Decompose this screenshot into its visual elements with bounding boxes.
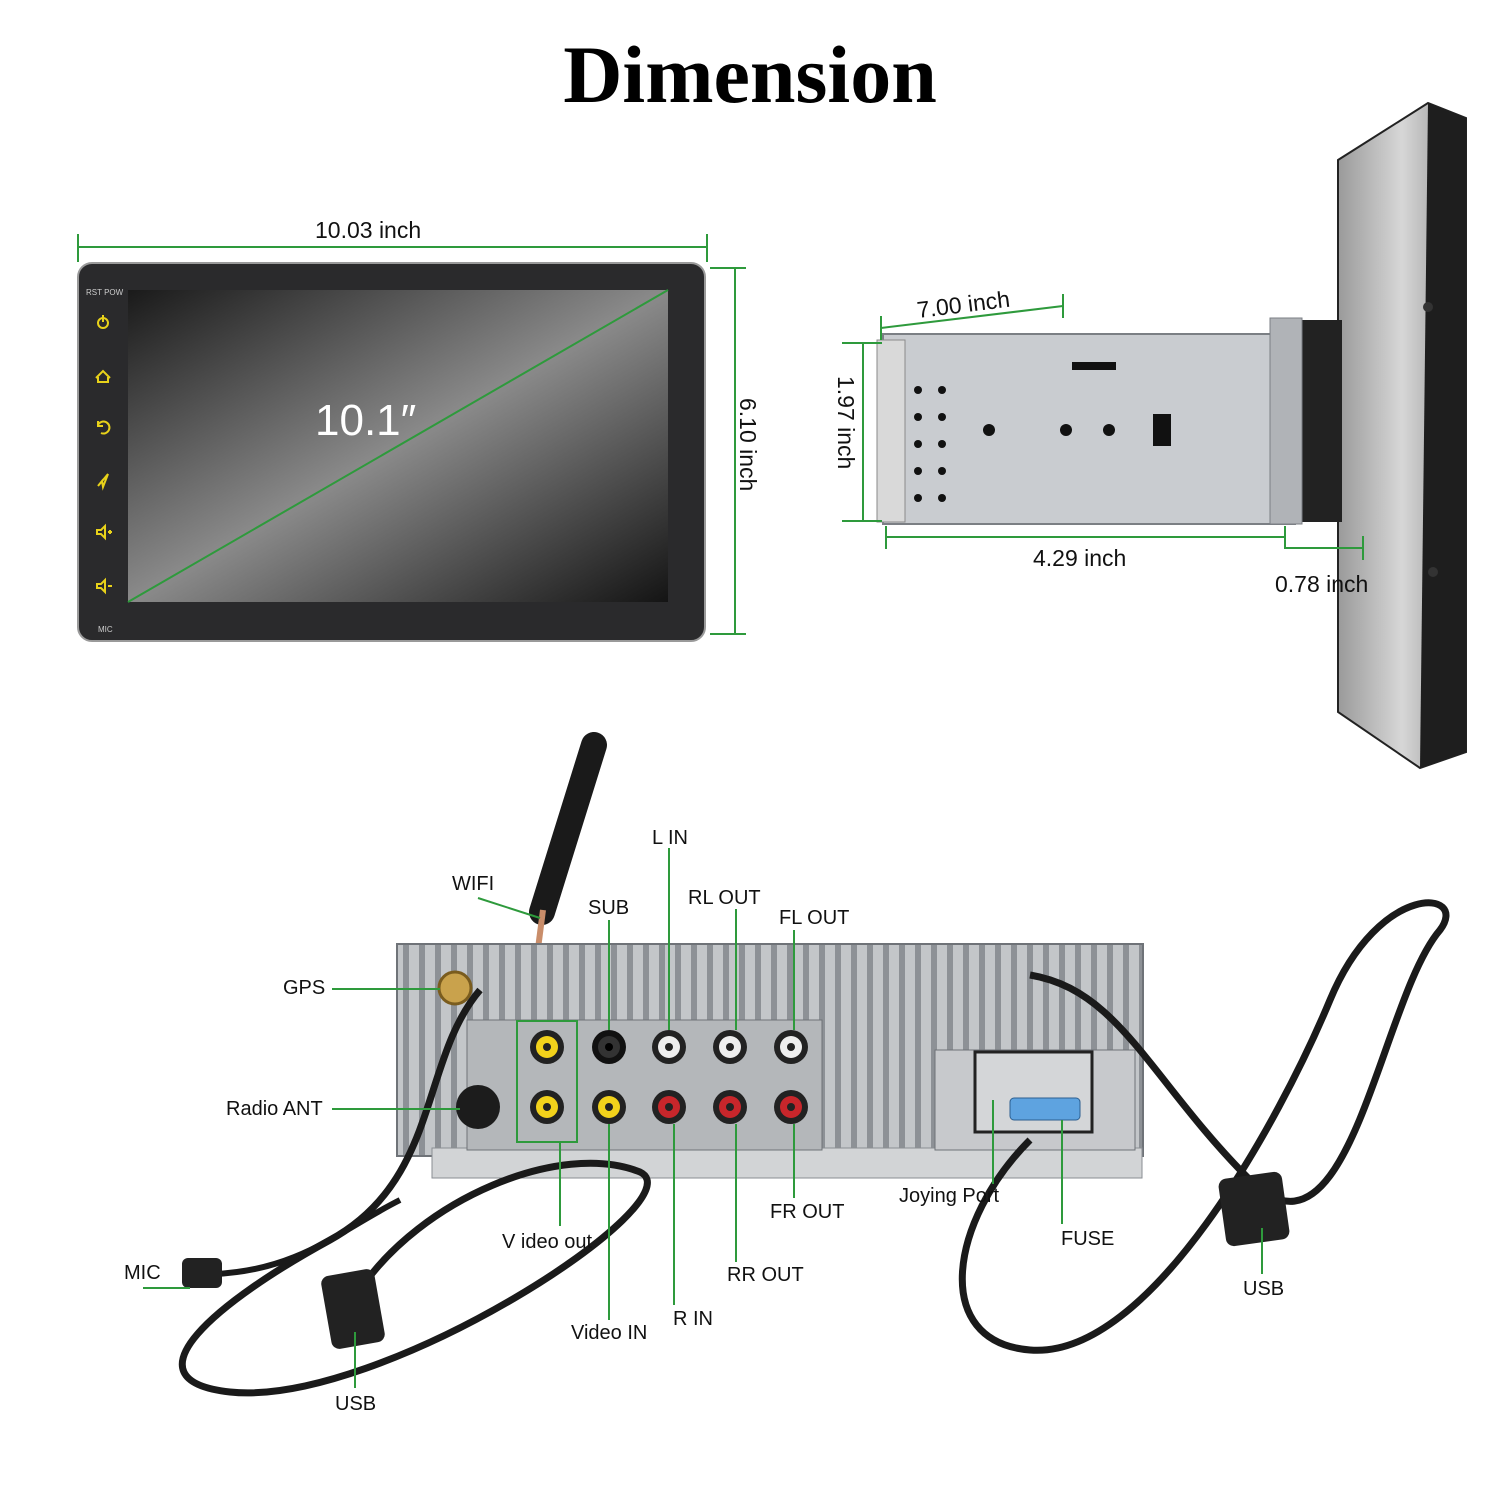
screw-icon (1423, 302, 1433, 312)
side-depth-label: 7.00 inch (915, 286, 1011, 323)
side-chassis-label: 4.29 inch (1033, 545, 1126, 571)
volume-up-icon (96, 523, 112, 541)
left-cable (178, 987, 651, 1397)
rear-port-panel (466, 1019, 823, 1151)
front-buttons (95, 315, 112, 595)
label-fuse: FUSE (1061, 1228, 1114, 1250)
video-out-highlight (516, 1020, 578, 1143)
side-height-dimension (842, 342, 882, 522)
chassis-lip (1269, 317, 1303, 525)
front-height-label: 6.10 inch (735, 398, 761, 491)
diagonal-label: 10.1″ (315, 396, 416, 445)
label-gps: GPS (283, 977, 325, 999)
label-radio-ant: Radio ANT (226, 1098, 323, 1120)
volume-down-icon (96, 577, 112, 595)
usb-plug-right (1218, 1171, 1290, 1247)
side-bracket-label: 0.78 inch (1275, 571, 1368, 597)
label-l-in: L IN (652, 827, 688, 849)
mic-cable (214, 1197, 402, 1277)
home-icon (95, 369, 111, 383)
rca-row-top (530, 1030, 808, 1064)
label-joying-port: Joying Port (899, 1185, 999, 1207)
rear-view (178, 732, 1450, 1397)
diagonal-line (127, 289, 669, 603)
chassis-front-plate (876, 339, 906, 523)
front-view: RST POW MIC 10.1″ 10.03 inch 6.10 inch (77, 217, 761, 642)
radio-ant-connector (456, 1085, 500, 1129)
label-usb-right: USB (1243, 1278, 1284, 1300)
rca-row-bottom (530, 1090, 808, 1124)
callout-lines (143, 848, 1263, 1388)
front-height-dimension (710, 267, 746, 635)
label-r-in: R IN (673, 1308, 713, 1330)
page-title: Dimension (563, 29, 937, 120)
label-rl-out: RL OUT (688, 887, 761, 909)
mount-bracket (1300, 320, 1342, 522)
chassis-holes (914, 362, 1171, 502)
label-sub: SUB (588, 897, 629, 919)
wifi-antenna (529, 732, 607, 925)
back-icon (97, 420, 111, 435)
rear-chassis-base (431, 1147, 1143, 1179)
front-top-text: RST POW (86, 288, 124, 297)
right-cable (958, 899, 1450, 1354)
front-width-label: 10.03 inch (315, 217, 421, 243)
navigation-icon (97, 473, 109, 491)
power-icon (97, 315, 109, 329)
label-fl-out: FL OUT (779, 907, 849, 929)
mic-plug (182, 1258, 222, 1288)
side-screen-edge (1420, 103, 1466, 768)
front-width-dimension (77, 234, 708, 262)
side-depth-dimension (880, 294, 1064, 340)
label-rr-out: RR OUT (727, 1264, 804, 1286)
label-video-in: Video IN (571, 1322, 647, 1344)
side-view: 7.00 inch 1.97 inch 4.29 inch 0.78 inch (833, 101, 1467, 770)
front-mic-text: MIC (98, 625, 113, 634)
label-mic: MIC (124, 1262, 161, 1284)
gps-connector (437, 970, 473, 1006)
label-fr-out: FR OUT (770, 1201, 844, 1223)
side-bracket-dimension (1285, 536, 1364, 560)
label-usb-left: USB (335, 1393, 376, 1415)
label-video-out: V ideo out (502, 1231, 593, 1253)
screw-icon (1428, 567, 1438, 577)
fuse (1009, 1097, 1081, 1121)
side-chassis-dimension (885, 526, 1286, 549)
usb-plug-left (321, 1269, 385, 1349)
label-wifi: WIFI (452, 873, 494, 895)
side-height-label: 1.97 inch (833, 376, 859, 469)
